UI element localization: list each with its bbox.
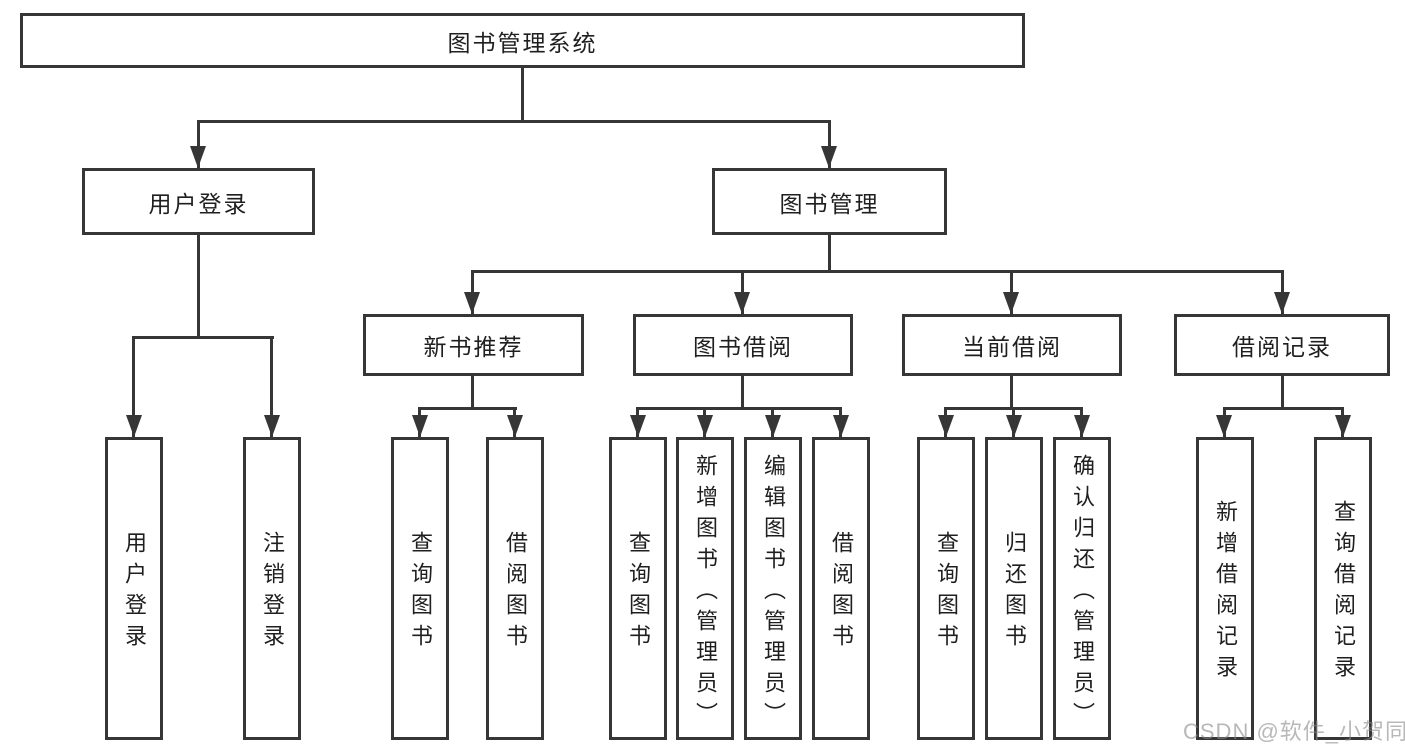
node-label: 借阅图书 [503, 531, 528, 655]
leaf-logout-login: 注销登录 [243, 437, 301, 740]
arrow-down-icon [1003, 292, 1019, 314]
node-label: 确认归还（管理员） [1070, 453, 1095, 733]
connector-line [1223, 407, 1344, 410]
connector-line [471, 270, 1284, 273]
arrow-down-icon [630, 415, 646, 437]
connector-line [197, 235, 200, 339]
node-new-book-recommendation: 新书推荐 [363, 314, 584, 376]
node-label: 编辑图书（管理员） [761, 453, 786, 733]
csdn-watermark: CSDN @软件_小贺同学 [1183, 719, 1405, 744]
node-label: 用户登录 [148, 190, 249, 217]
connector-line [521, 68, 524, 122]
node-label: 借阅记录 [1232, 334, 1332, 360]
connector-line [418, 407, 517, 410]
leaf-current-confirm-return-admin: 确认归还（管理员） [1053, 437, 1111, 740]
arrow-down-icon [697, 415, 713, 437]
node-library-management-system: 图书管理系统 [20, 13, 1025, 68]
connector-line [828, 120, 831, 168]
node-label: 新增借阅记录 [1213, 500, 1238, 686]
arrow-down-icon [1274, 292, 1290, 314]
connector-line [1281, 376, 1284, 410]
node-current-borrowing: 当前借阅 [902, 314, 1122, 376]
arrow-down-icon [833, 415, 849, 437]
connector-line [132, 336, 135, 437]
arrow-down-icon [464, 292, 480, 314]
node-user-login: 用户登录 [82, 168, 315, 235]
arrow-down-icon [1006, 415, 1022, 437]
arrow-down-icon [1335, 415, 1351, 437]
node-label: 图书管理 [779, 190, 880, 217]
arrow-down-icon [1216, 415, 1232, 437]
arrow-down-icon [264, 415, 280, 437]
leaf-records-add-borrow-record: 新增借阅记录 [1196, 437, 1254, 740]
arrow-down-icon [190, 146, 206, 168]
node-book-borrowing: 图书借阅 [633, 314, 853, 376]
node-label: 图书管理系统 [447, 29, 598, 56]
leaf-current-search-books: 查询图书 [917, 437, 975, 740]
connector-line [828, 235, 831, 273]
leaf-borrowing-add-books-admin: 新增图书（管理员） [676, 437, 734, 740]
leaf-borrowing-search-books: 查询图书 [609, 437, 667, 740]
arrow-down-icon [126, 415, 142, 437]
node-label: 查询借阅记录 [1331, 500, 1356, 686]
node-label: 归还图书 [1002, 531, 1027, 655]
arrow-down-icon [1074, 415, 1090, 437]
arrow-down-icon [938, 415, 954, 437]
node-label: 查询图书 [934, 531, 959, 655]
leaf-user-login: 用户登录 [105, 437, 163, 740]
arrow-down-icon [765, 415, 781, 437]
node-label: 借阅图书 [829, 531, 854, 655]
leaf-records-search-borrow-record: 查询借阅记录 [1314, 437, 1372, 740]
node-label: 新增图书（管理员） [693, 453, 718, 733]
arrow-down-icon [821, 146, 837, 168]
node-label: 新书推荐 [423, 334, 524, 360]
node-label: 当前借阅 [962, 334, 1062, 360]
connector-line [132, 336, 274, 339]
node-book-management: 图书管理 [712, 168, 947, 235]
node-label: 注销登录 [260, 531, 285, 655]
arrow-down-icon [734, 292, 750, 314]
node-label: 查询图书 [626, 531, 651, 655]
connector-line [741, 376, 744, 410]
connector-line [636, 407, 842, 410]
connector-line [197, 120, 831, 123]
leaf-recommend-borrow-books: 借阅图书 [486, 437, 544, 740]
leaf-borrowing-edit-books-admin: 编辑图书（管理员） [744, 437, 802, 740]
leaf-current-return-books: 归还图书 [985, 437, 1043, 740]
leaf-recommend-search-books: 查询图书 [391, 437, 449, 740]
connector-line [270, 336, 273, 437]
connector-line [1010, 376, 1013, 410]
connector-line [471, 376, 474, 410]
node-label: 用户登录 [122, 531, 147, 655]
arrow-down-icon [412, 415, 428, 437]
arrow-down-icon [507, 415, 523, 437]
node-label: 图书借阅 [693, 334, 793, 360]
node-borrowing-records: 借阅记录 [1174, 314, 1390, 376]
node-label: 查询图书 [408, 531, 433, 655]
connector-line [197, 120, 200, 168]
leaf-borrowing-borrow-books: 借阅图书 [812, 437, 870, 740]
